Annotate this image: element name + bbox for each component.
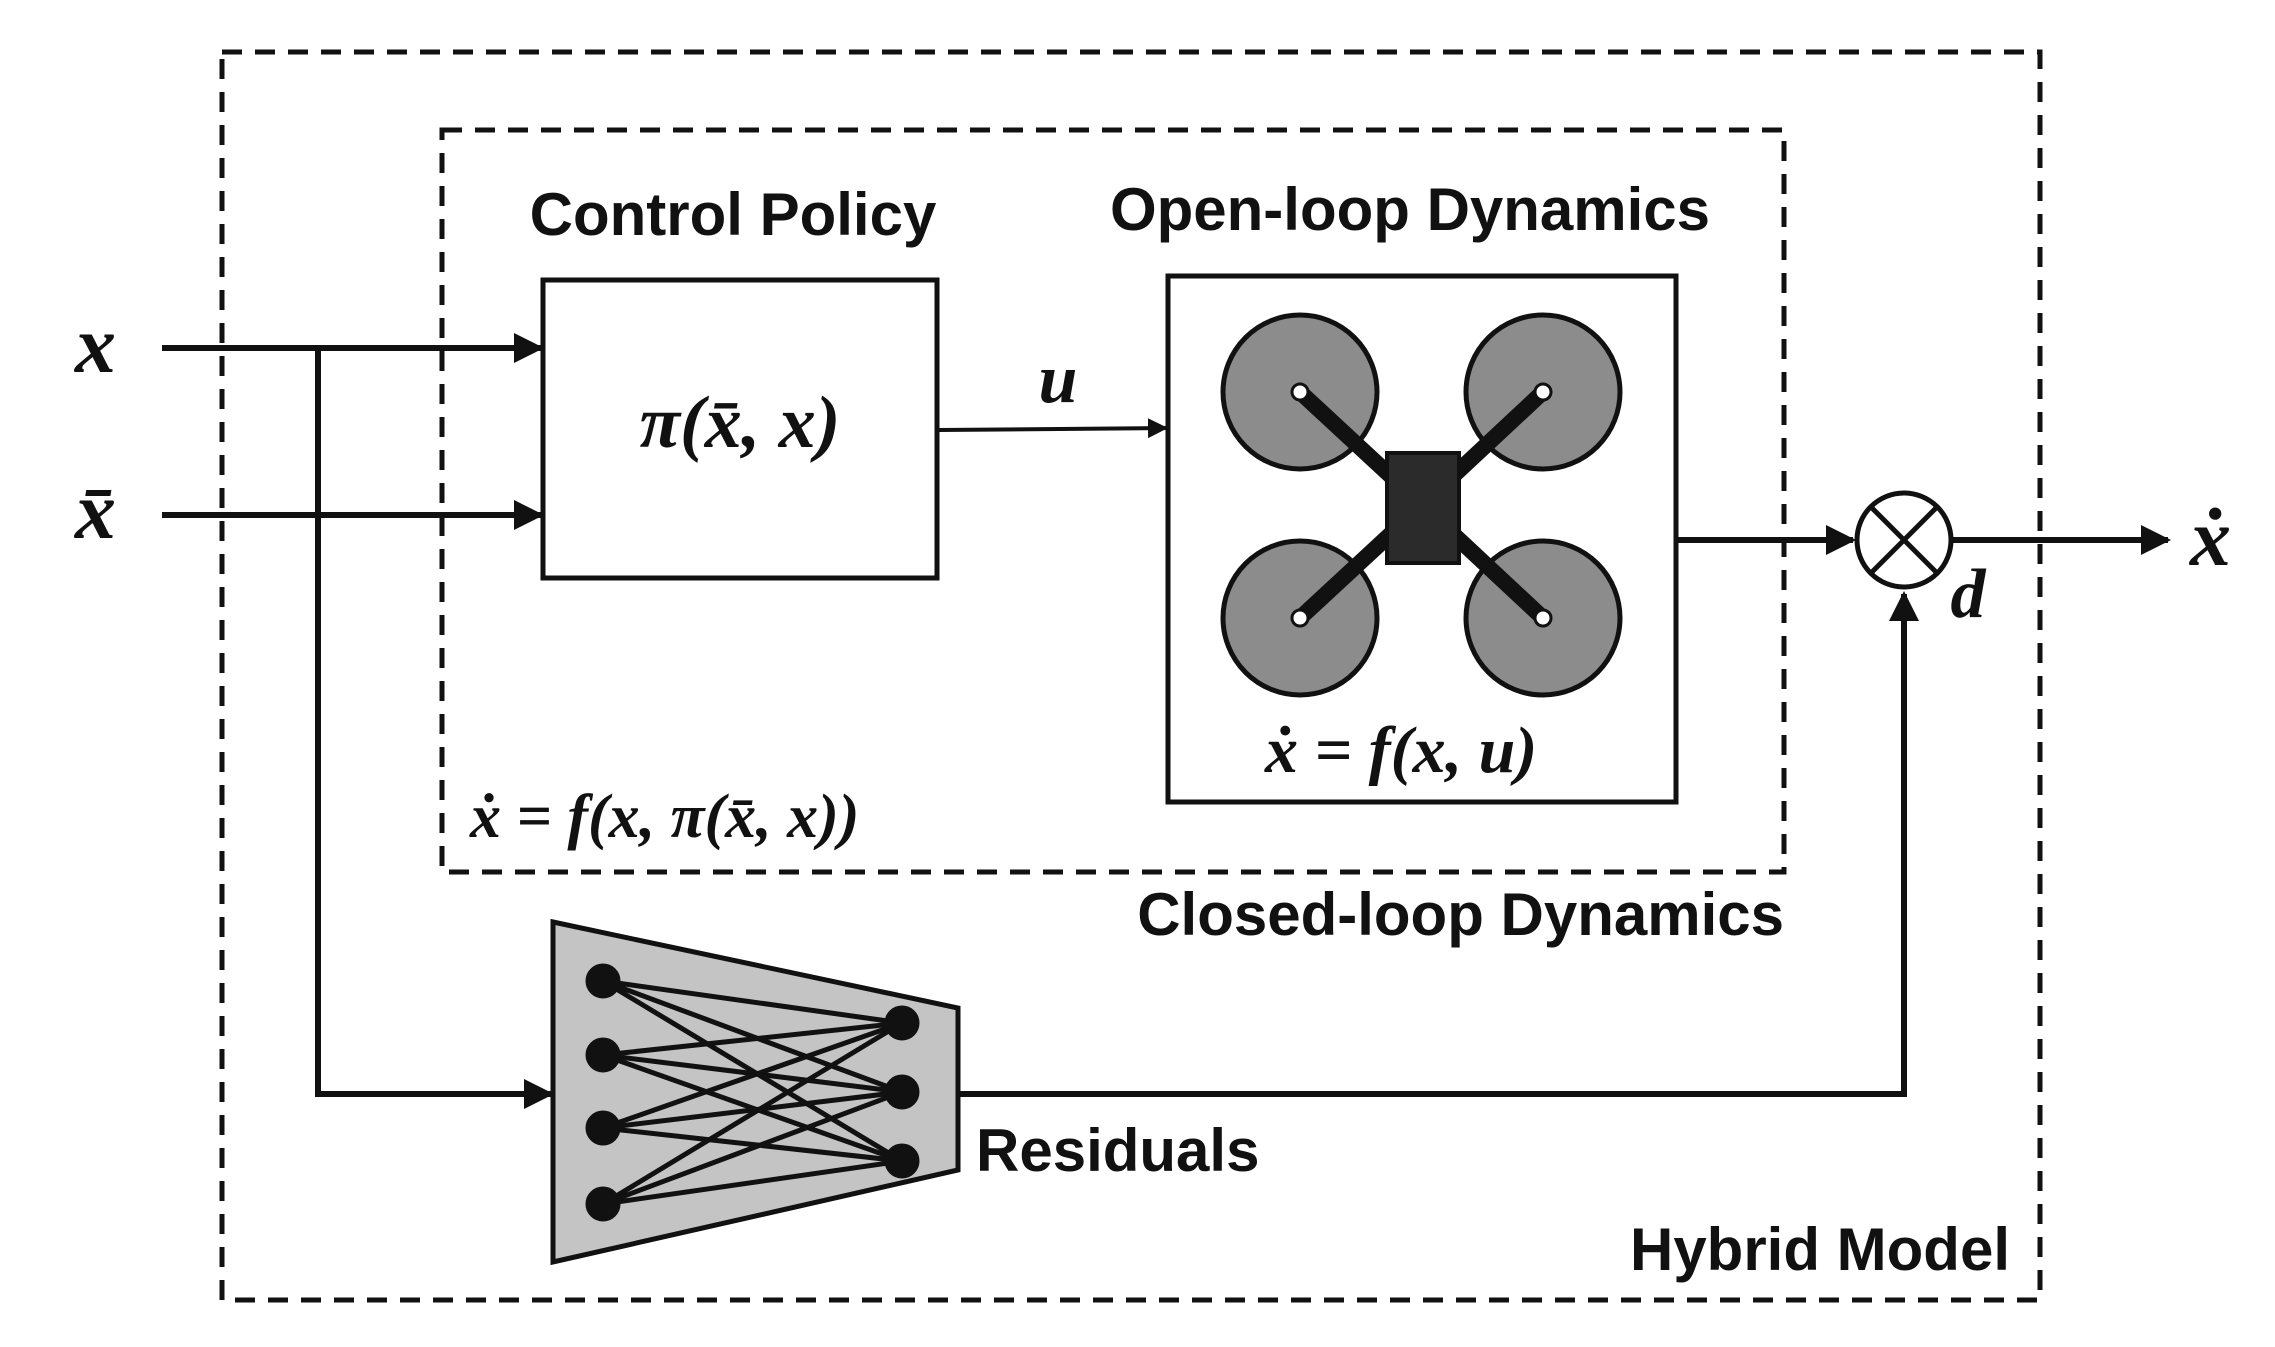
control-signal-label: u — [1039, 341, 1078, 418]
hub-top-right — [1533, 382, 1553, 402]
hub-top-left — [1290, 382, 1310, 402]
control-policy-title: Control Policy — [530, 181, 937, 248]
closed-loop-equation: ẋ = f(x, π(x̄, x)) — [469, 783, 859, 851]
x-to-residuals-wire — [315, 348, 554, 1109]
residuals-to-combiner-arrow — [960, 591, 1919, 1097]
neural-network-icon — [585, 963, 920, 1222]
combiner-multiply-icon — [1854, 490, 1954, 590]
output-x-dot-label: ẋ — [2189, 492, 2231, 583]
open-loop-equation: ẋ = f(x, u) — [1264, 714, 1537, 787]
hybrid-model-boundary — [219, 49, 2043, 1303]
quadrotor-drone-icon — [1220, 312, 1623, 698]
input-x-label: x — [74, 299, 116, 390]
input-x-bar-label: x̄ — [74, 465, 116, 556]
hybrid-model-label: Hybrid Model — [1630, 1216, 2010, 1283]
residuals-label: Residuals — [976, 1117, 1259, 1184]
control-policy-block — [540, 277, 940, 581]
open-loop-title: Open-loop Dynamics — [1110, 176, 1710, 243]
drone-body — [1385, 451, 1461, 565]
hub-bottom-left — [1290, 608, 1310, 628]
disturbance-label: d — [1951, 556, 1987, 633]
closed-loop-label: Closed-loop Dynamics — [1137, 881, 1784, 948]
closed-loop-boundary — [439, 127, 1787, 875]
control-policy-formula: π(x̄, x) — [640, 382, 841, 464]
control-signal-arrow — [938, 418, 1168, 439]
residuals-network-block — [550, 918, 961, 1266]
hub-bottom-right — [1533, 608, 1553, 628]
